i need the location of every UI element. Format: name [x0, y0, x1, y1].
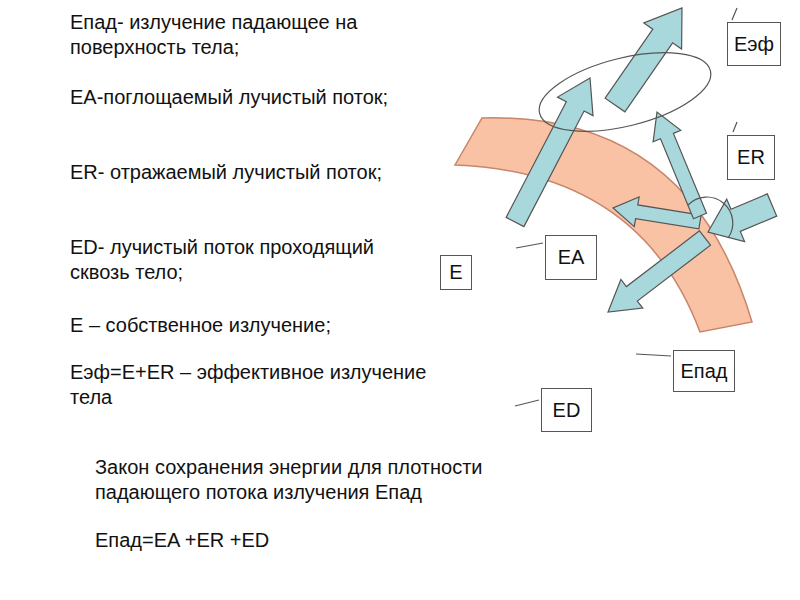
- flux-arrow: [608, 231, 711, 312]
- leader-line: [733, 122, 737, 132]
- callout-box: Eпад: [673, 350, 735, 392]
- definition-text: E – собственное излучение;: [70, 313, 440, 338]
- flux-arrow: [506, 78, 593, 227]
- impact-arc: [688, 197, 733, 238]
- definition-text: EA-поглощаемый лучистый поток;: [70, 85, 415, 110]
- law-text: Закон сохранения энергии для плотности п…: [95, 455, 550, 505]
- definition-text: ED- лучистый поток проходящий сквозь тел…: [70, 235, 415, 285]
- leader-line: [516, 243, 543, 248]
- callout-box: EA: [545, 235, 597, 280]
- definition-text: Епад- излучение падающее на поверхность …: [70, 10, 415, 60]
- flux-arrow: [605, 8, 682, 112]
- effective-ellipse: [531, 38, 718, 147]
- leader-line: [732, 8, 737, 20]
- callout-label: Eэф: [734, 33, 774, 56]
- definition-text: ER- отражаемый лучистый поток;: [70, 160, 415, 185]
- callout-box: ER: [727, 135, 775, 180]
- leader-line: [515, 400, 539, 406]
- leader-line: [636, 354, 671, 356]
- callout-label: Eпад: [681, 360, 728, 383]
- callout-label: E: [449, 261, 462, 284]
- callout-box: Eэф: [727, 22, 781, 66]
- callout-label: ER: [737, 146, 765, 169]
- definition-text: Eэф=E+ER – эффективное излучение тела: [70, 360, 430, 410]
- callout-box: E: [440, 255, 472, 290]
- flux-arrows: [506, 8, 777, 312]
- flux-arrow: [653, 112, 706, 219]
- callout-label: ED: [553, 399, 581, 422]
- callout-label: EA: [558, 246, 585, 269]
- law-text: Eпад=EA +ER +ED: [95, 528, 495, 553]
- callout-box: ED: [541, 388, 592, 432]
- body-band: [455, 118, 752, 332]
- flux-arrow: [708, 194, 777, 242]
